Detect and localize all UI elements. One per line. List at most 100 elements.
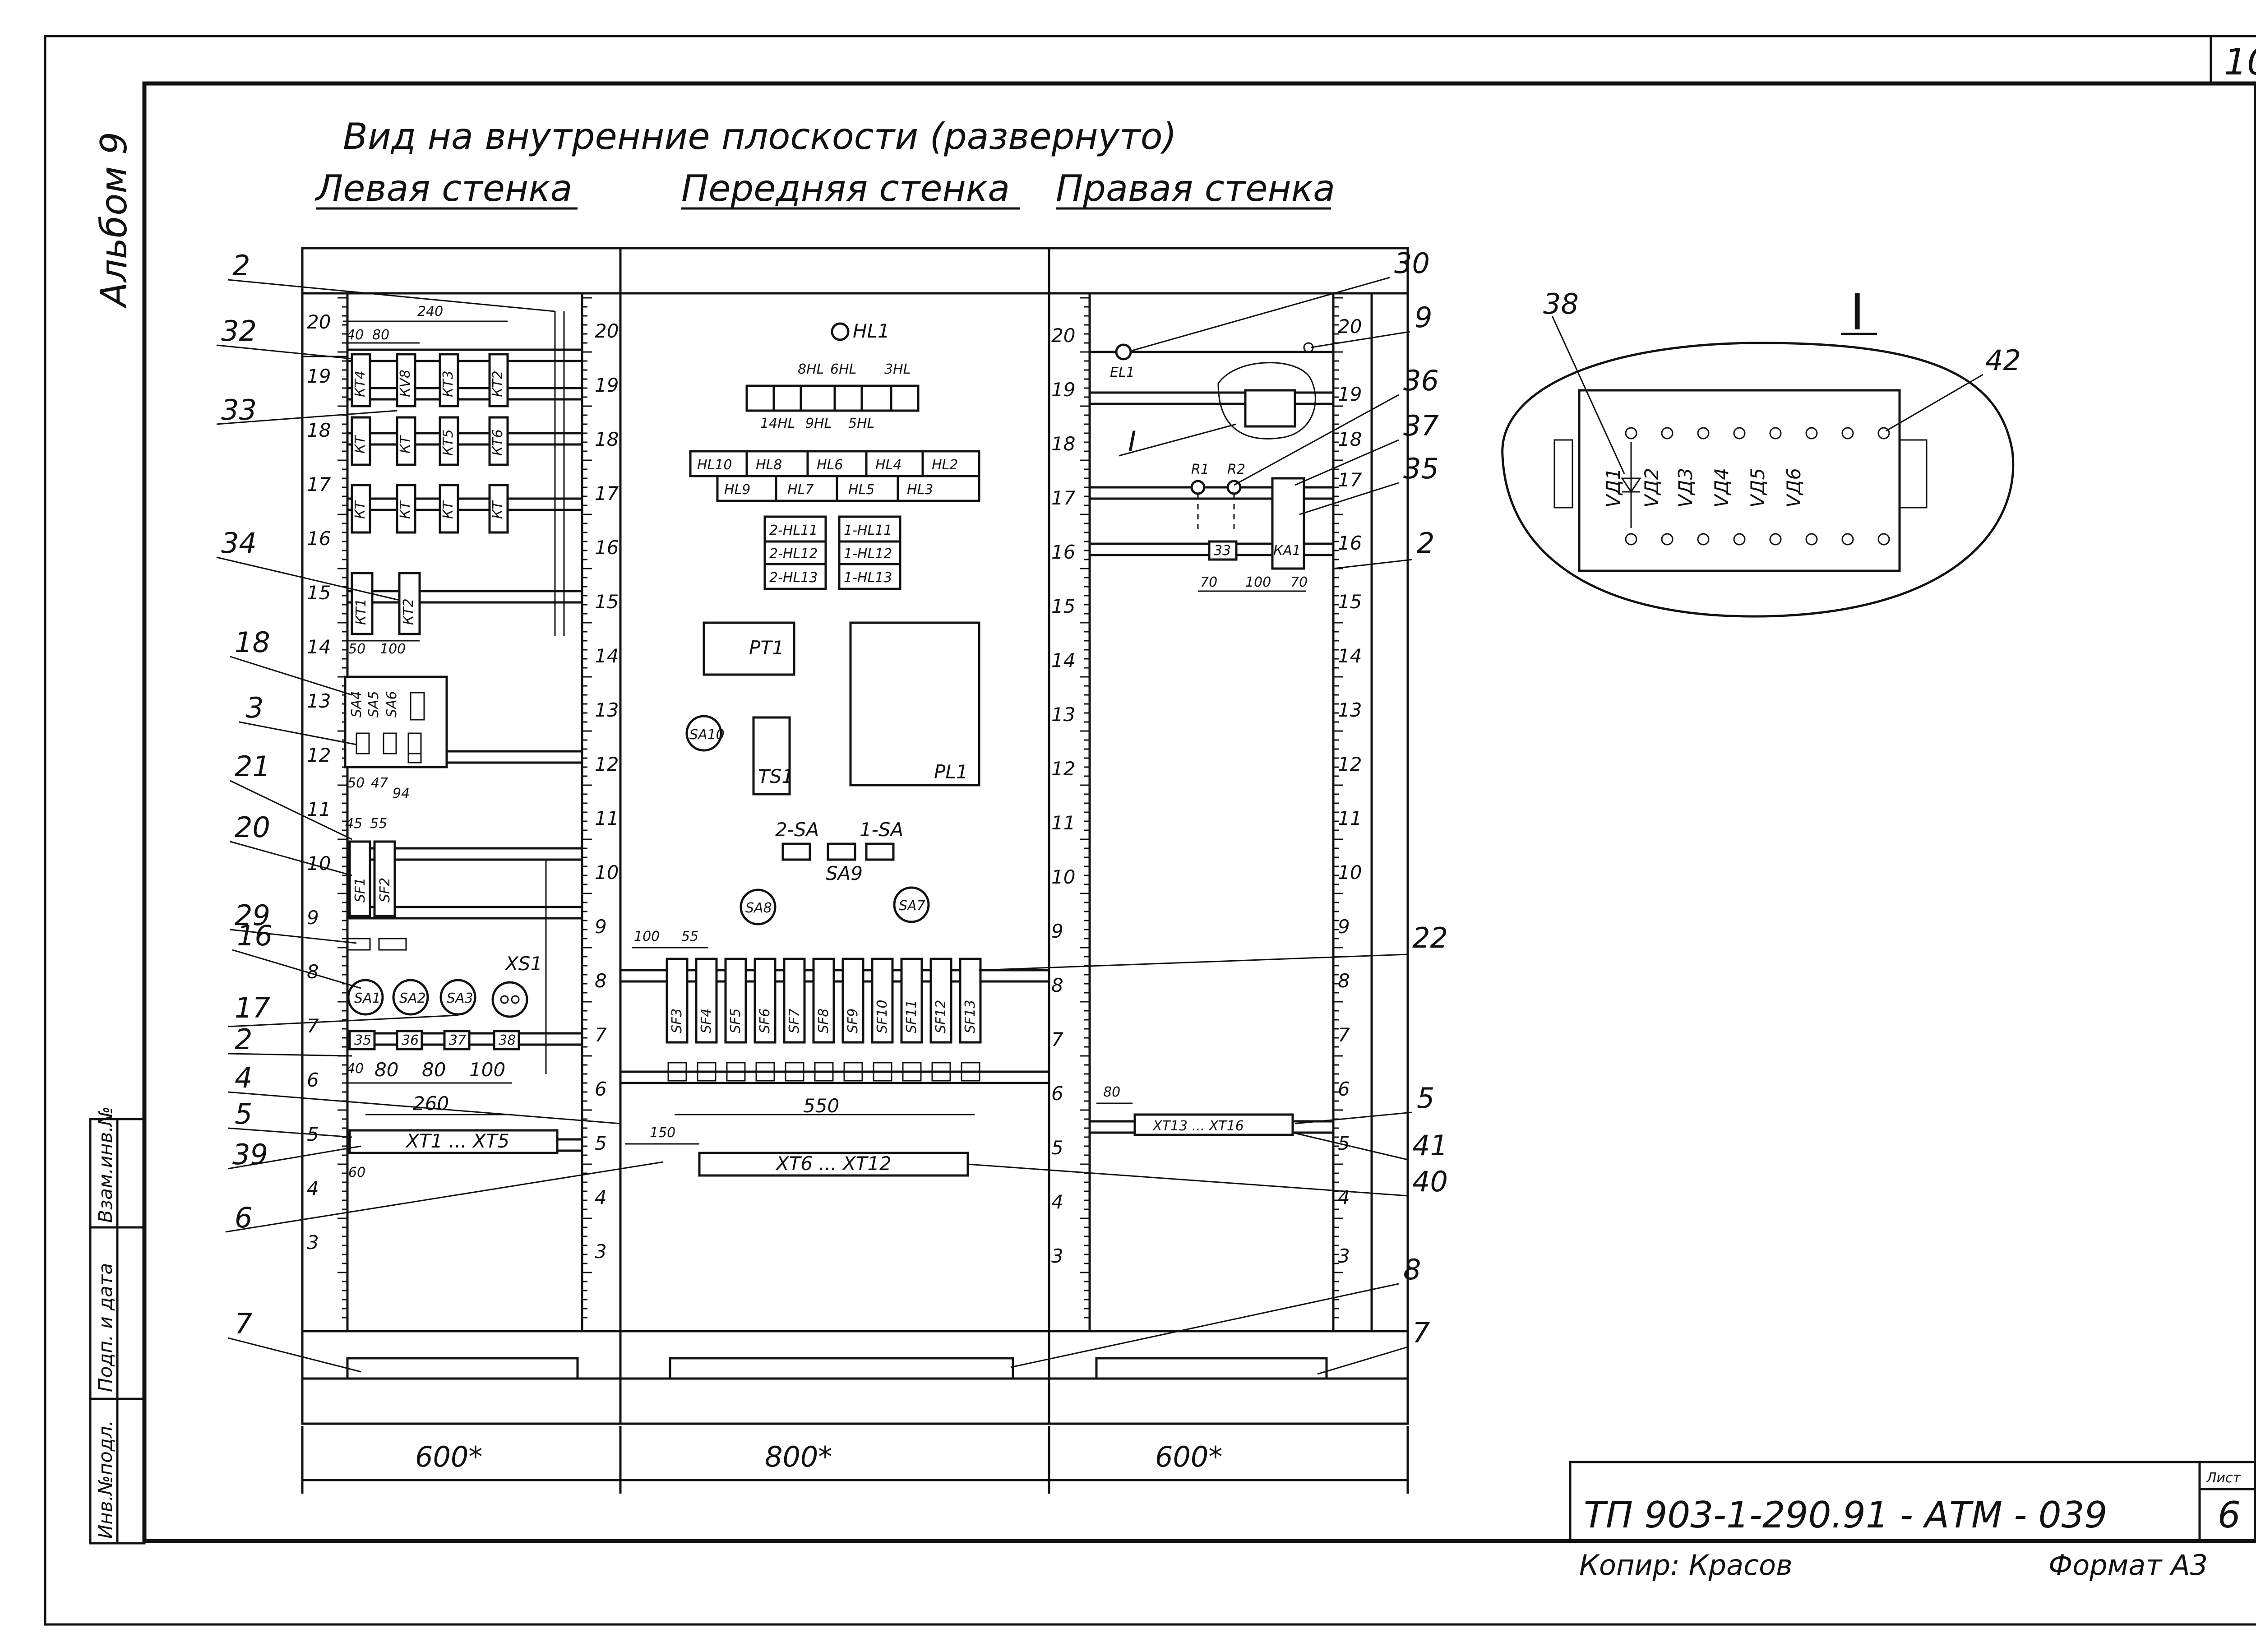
sheet-label: Лист xyxy=(2206,1470,2242,1486)
detail-callout: 38 xyxy=(1543,287,1579,320)
rail-num: 14 xyxy=(1338,645,1362,667)
rail-num: 19 xyxy=(307,365,331,387)
rail-num: 9 xyxy=(307,907,319,929)
rail-num: 18 xyxy=(1338,428,1362,450)
dim-text: 40 xyxy=(347,327,364,343)
diode-label: VД1 xyxy=(1602,468,1624,508)
sf-breaker xyxy=(841,958,864,1044)
callout-number: 30 xyxy=(1394,247,1430,280)
rail-num: 8 xyxy=(595,970,607,992)
sf-breaker-label: SF3 xyxy=(669,1009,685,1033)
terminal-label: ХТ6 ... ХТ12 xyxy=(775,1152,892,1175)
sf-terminal xyxy=(726,1062,746,1082)
diode-hole xyxy=(1733,533,1746,546)
sf-terminal xyxy=(697,1062,717,1082)
dim-text: 550 xyxy=(803,1095,839,1117)
sf-breaker-label: SF13 xyxy=(962,1000,978,1033)
ka1-label: КА1 xyxy=(1273,543,1301,559)
rail-num: 6 xyxy=(595,1078,607,1100)
dim-text: 100 xyxy=(1245,574,1271,590)
rail-num: 4 xyxy=(1051,1191,1063,1213)
rail-num: 18 xyxy=(1051,433,1075,455)
callout-number: 34 xyxy=(221,527,257,560)
callout-number: 4 xyxy=(235,1061,252,1094)
rail-num: 4 xyxy=(307,1177,319,1199)
resistor-label: 36 xyxy=(402,1032,419,1048)
sa7-label: SA7 xyxy=(899,898,925,914)
callout-number: 17 xyxy=(235,991,270,1024)
rail-num: 20 xyxy=(595,320,619,342)
diode-hole xyxy=(1625,533,1637,546)
sf-breaker xyxy=(959,958,982,1044)
switch-label: SA6 xyxy=(384,691,400,717)
rail-num: 19 xyxy=(595,374,619,396)
side-stamp: Инв.№подл. Подп. и дата Взам.инв.№ xyxy=(89,1106,146,1545)
sf-terminal xyxy=(873,1062,892,1082)
diode-hole xyxy=(1877,427,1890,440)
rail-num: 11 xyxy=(1338,807,1362,829)
rail-num: 3 xyxy=(595,1240,607,1263)
callout-number: 35 xyxy=(1403,452,1439,485)
indicator-label: HL3 xyxy=(907,482,933,498)
sf-breaker xyxy=(812,958,835,1044)
lamp-label: 14HL xyxy=(760,416,795,431)
outer-frame xyxy=(44,35,2256,1626)
rail-num: 14 xyxy=(307,636,331,658)
dim-text: 94 xyxy=(393,786,410,801)
diode-hole xyxy=(1841,533,1854,546)
sf-breaker xyxy=(929,958,952,1044)
dim-text: 80 xyxy=(1103,1084,1120,1100)
dim-text: 45 xyxy=(345,816,362,832)
rail-num: 6 xyxy=(1338,1078,1350,1100)
resistor-label: 37 xyxy=(449,1032,466,1048)
left-wall-content: КТ4 КV8 КТ3 КТ2 КТ КТ КТ5 КТ6 КТ КТ КТ К… xyxy=(343,304,582,1180)
diode-label: VД3 xyxy=(1674,468,1697,508)
dim-text: 100 xyxy=(634,929,660,944)
rail-num: 8 xyxy=(307,961,319,983)
callout-number: 29 xyxy=(235,899,270,932)
sheet-number: 10 xyxy=(2224,41,2256,83)
doc-code: ТП 903-1-290.91 - АТМ - 039 xyxy=(1584,1494,2107,1536)
ts1-label: TS1 xyxy=(758,765,794,787)
rail-num: 14 xyxy=(1051,649,1075,671)
dim-text: 80 xyxy=(422,1059,446,1081)
resistor-label: 33 xyxy=(1214,543,1231,559)
detail-ref: I xyxy=(1128,425,1136,458)
rail-num: 14 xyxy=(595,645,619,667)
dim-text: 40 xyxy=(347,1061,364,1077)
rail-numbers-right-outer: 20 19 18 17 16 15 14 13 12 11 10 9 8 7 6… xyxy=(1051,324,1076,1267)
indicator-label: HL10 xyxy=(697,457,732,473)
relay-label: КТ xyxy=(352,500,368,519)
rail-num: 17 xyxy=(595,482,619,504)
sf-breaker xyxy=(754,958,777,1044)
dim-text: 47 xyxy=(371,775,388,791)
rail-num: 12 xyxy=(307,744,331,766)
rail-num: 7 xyxy=(1338,1024,1350,1046)
indicator-label: HL8 xyxy=(756,457,782,473)
rail-num: 10 xyxy=(1051,866,1075,888)
sf-breaker-label: SF5 xyxy=(728,1009,744,1033)
sf-breaker-label: SF8 xyxy=(816,1009,832,1033)
callout-number: 7 xyxy=(235,1307,252,1340)
bottom-dim: 600* xyxy=(1155,1440,1222,1473)
callout-number: 2 xyxy=(235,1023,252,1056)
rail-num: 4 xyxy=(595,1186,607,1208)
stamp-inv: Инв.№подл. xyxy=(94,1420,116,1539)
callout-number: 3 xyxy=(246,691,264,724)
indicator-label: HL9 xyxy=(724,482,750,498)
diode-hole xyxy=(1661,427,1674,440)
inner-frame xyxy=(142,81,2256,1543)
diode-label: VД5 xyxy=(1747,468,1769,508)
lamp-label: 3HL xyxy=(884,361,911,377)
sf-breaker xyxy=(666,958,689,1044)
album-label: Альбом 9 xyxy=(93,132,135,309)
rail-num: 8 xyxy=(1051,974,1063,996)
dim-text: 55 xyxy=(370,816,387,832)
diode-hole xyxy=(1769,427,1782,440)
relay-label: КТ6 xyxy=(490,429,506,456)
rail-num: 9 xyxy=(1051,920,1063,942)
indicator-label: HL2 xyxy=(932,457,958,473)
rail-num: 17 xyxy=(307,473,331,495)
